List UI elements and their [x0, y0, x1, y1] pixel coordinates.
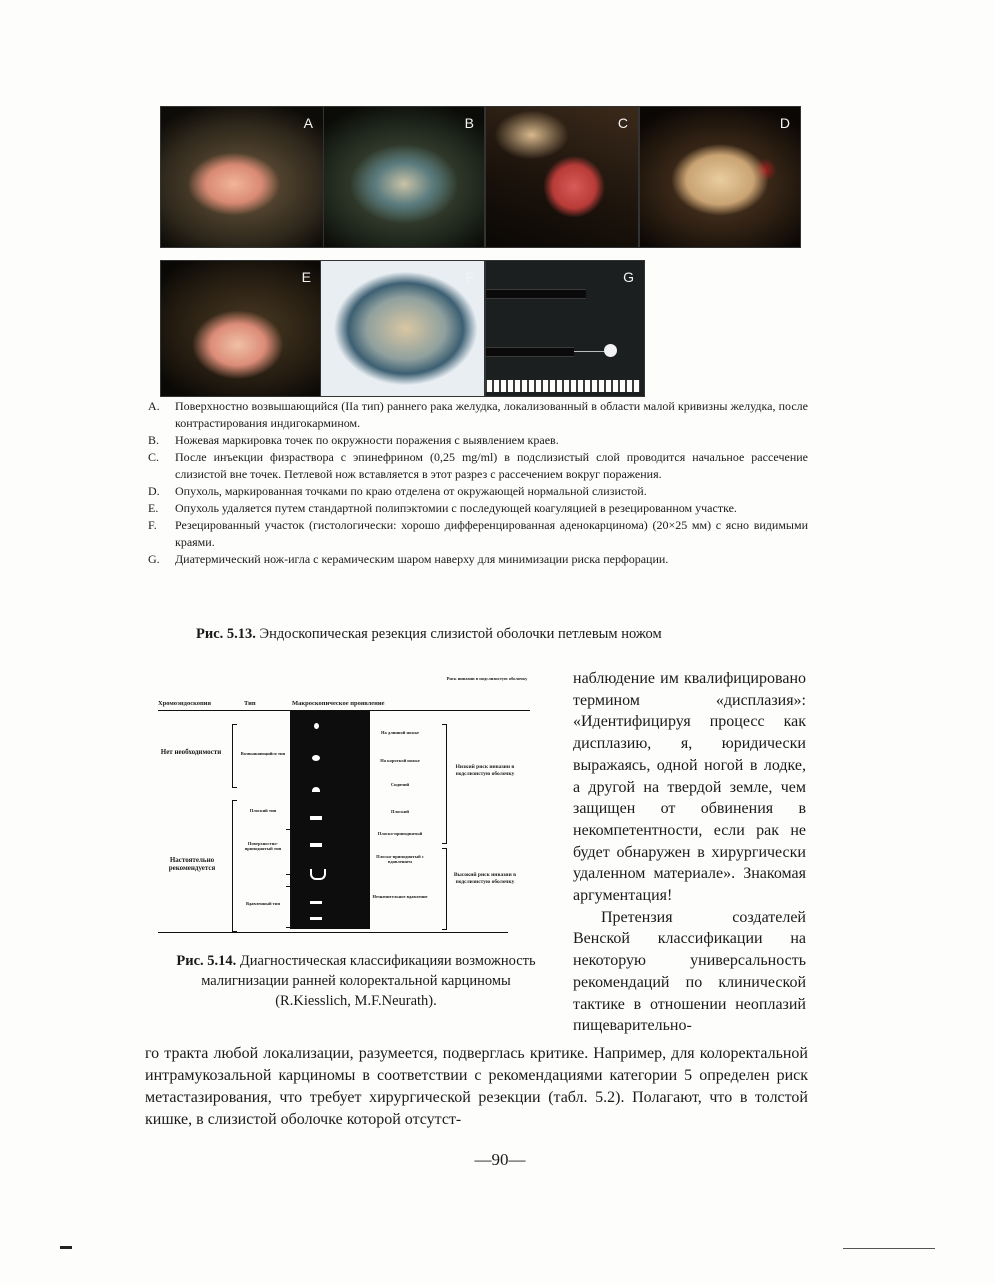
caption-label: Рис. 5.14.: [176, 953, 237, 969]
photo-panel-f: F: [320, 260, 485, 397]
macro-label: На короткой ножке: [380, 758, 420, 763]
caption-label: Рис. 5.13.: [196, 626, 256, 642]
right-column-text: наблюдение им квалифицировано термином «…: [573, 668, 806, 1037]
risk-high: Высокий риск инвазии в подслизистую обол…: [453, 872, 517, 885]
photo-panel-g: G: [485, 260, 645, 397]
ceramic-ball-tip: [604, 344, 617, 357]
caption-authors: (R.Kiesslich, M.F.Neurath).: [275, 993, 437, 1009]
brace-low-risk: [442, 724, 447, 844]
photo-panel-c: C: [485, 106, 639, 248]
panel-label: A: [303, 115, 313, 131]
header-type: Тип: [244, 700, 256, 707]
caption-text: Диагностическая классификацияи возможнос…: [201, 953, 536, 989]
paragraph: Претензия создателей Венской классификац…: [573, 908, 806, 1035]
brace-depressed: [286, 886, 291, 928]
lesion-elevated-depressed: [310, 869, 326, 880]
panel-label: B: [464, 115, 474, 131]
figure-5-14-caption: Рис. 5.14. Диагностическая классификация…: [150, 951, 562, 1011]
brace-flat-depressed: [286, 829, 291, 875]
legend-item: E.Опухоль удаляется путем стандартной по…: [148, 501, 737, 515]
legend-item: G.Диатермический нож-игла с керамическим…: [148, 552, 669, 566]
brace-high-risk: [442, 848, 447, 930]
type-depressed: Вдавленный тип: [245, 901, 281, 906]
brace-raised: [232, 724, 237, 788]
needle-knife-shaft: [486, 289, 586, 299]
macro-images-column: [290, 711, 370, 929]
scan-mark: [60, 1246, 72, 1249]
panel-label: E: [301, 269, 311, 285]
lesion-flat: [310, 816, 322, 820]
photo-panel-e: E: [160, 260, 322, 397]
photo-panel-d: D: [639, 106, 801, 248]
macro-label: Сидячий: [390, 782, 410, 787]
legend-item: B.Ножевая маркировка точек по окружности…: [148, 433, 559, 447]
type-flat: Плоский тип: [249, 808, 277, 813]
scan-mark: [843, 1248, 935, 1249]
panel-label: G: [623, 269, 634, 285]
polyp-sessile: [312, 787, 320, 792]
photo-panel-b: B: [323, 106, 485, 248]
macro-label: Плоско-приподнятый: [377, 831, 423, 836]
needle-knife-shaft: [486, 347, 574, 357]
scale-ruler: [485, 380, 640, 392]
group-not-needed: Нет необходимости: [160, 748, 222, 756]
lesion-flat-elevated: [310, 843, 322, 847]
polyp-long-stalk: [314, 723, 319, 729]
macro-label: Незначительное вдавление: [372, 894, 428, 899]
caption-text: Эндоскопическая резекция слизистой оболо…: [259, 626, 662, 642]
header-risk: Риск инвазии в подслизистую оболочку: [446, 676, 528, 681]
risk-low: Низкий риск инвазии в подслизистую оболо…: [455, 764, 515, 777]
bottom-rule: [158, 932, 508, 933]
photo-panel-a: A: [160, 106, 324, 248]
macro-label: Плоский: [390, 809, 410, 814]
header-chromo: Хромоэндоскопия: [158, 700, 211, 707]
figure-5-14-diagram: Риск инвазии в подслизистую оболочку Хро…: [150, 668, 530, 936]
panel-label: D: [779, 115, 790, 131]
legend-item: A.Поверхностно возвышающийся (IIa тип) р…: [148, 399, 808, 430]
figure-5-13-caption: Рис. 5.13. Эндоскопическая резекция слиз…: [196, 626, 816, 643]
macro-label: На длинной ножке: [381, 730, 419, 735]
brace-recommended: [232, 800, 237, 932]
lesion-depressed-2: [310, 917, 322, 920]
group-recommended: Настоятельно рекомендуется: [168, 856, 216, 872]
header-macro: Макроскопическое проявление: [292, 700, 385, 707]
legend-item: D.Опухоль, маркированная точками по краю…: [148, 484, 647, 498]
panel-label: C: [617, 115, 628, 131]
figure-5-13-legend: A.Поверхностно возвышающийся (IIa тип) р…: [148, 398, 808, 568]
lesion-depressed: [310, 901, 322, 904]
panel-label: F: [465, 269, 474, 285]
legend-item: C.После инъекции физраствора с эпинефрин…: [148, 450, 808, 481]
macro-label: Плоско-приподнятый с вдавлением: [376, 854, 424, 864]
header-rule: [158, 710, 530, 711]
type-flat-depressed: Поверхностно-приподнятый тип: [244, 841, 282, 851]
page-number: —90—: [474, 1150, 526, 1169]
paragraph: наблюдение им квалифицировано термином «…: [573, 670, 806, 905]
polyp-short-stalk: [312, 755, 320, 761]
needle-wire: [574, 351, 604, 352]
full-width-text: го тракта любой локализации, разумеется,…: [145, 1045, 808, 1128]
legend-item: F.Резецированный участок (гистологически…: [148, 518, 808, 549]
type-raised: Возвышающийся тип: [240, 751, 286, 756]
